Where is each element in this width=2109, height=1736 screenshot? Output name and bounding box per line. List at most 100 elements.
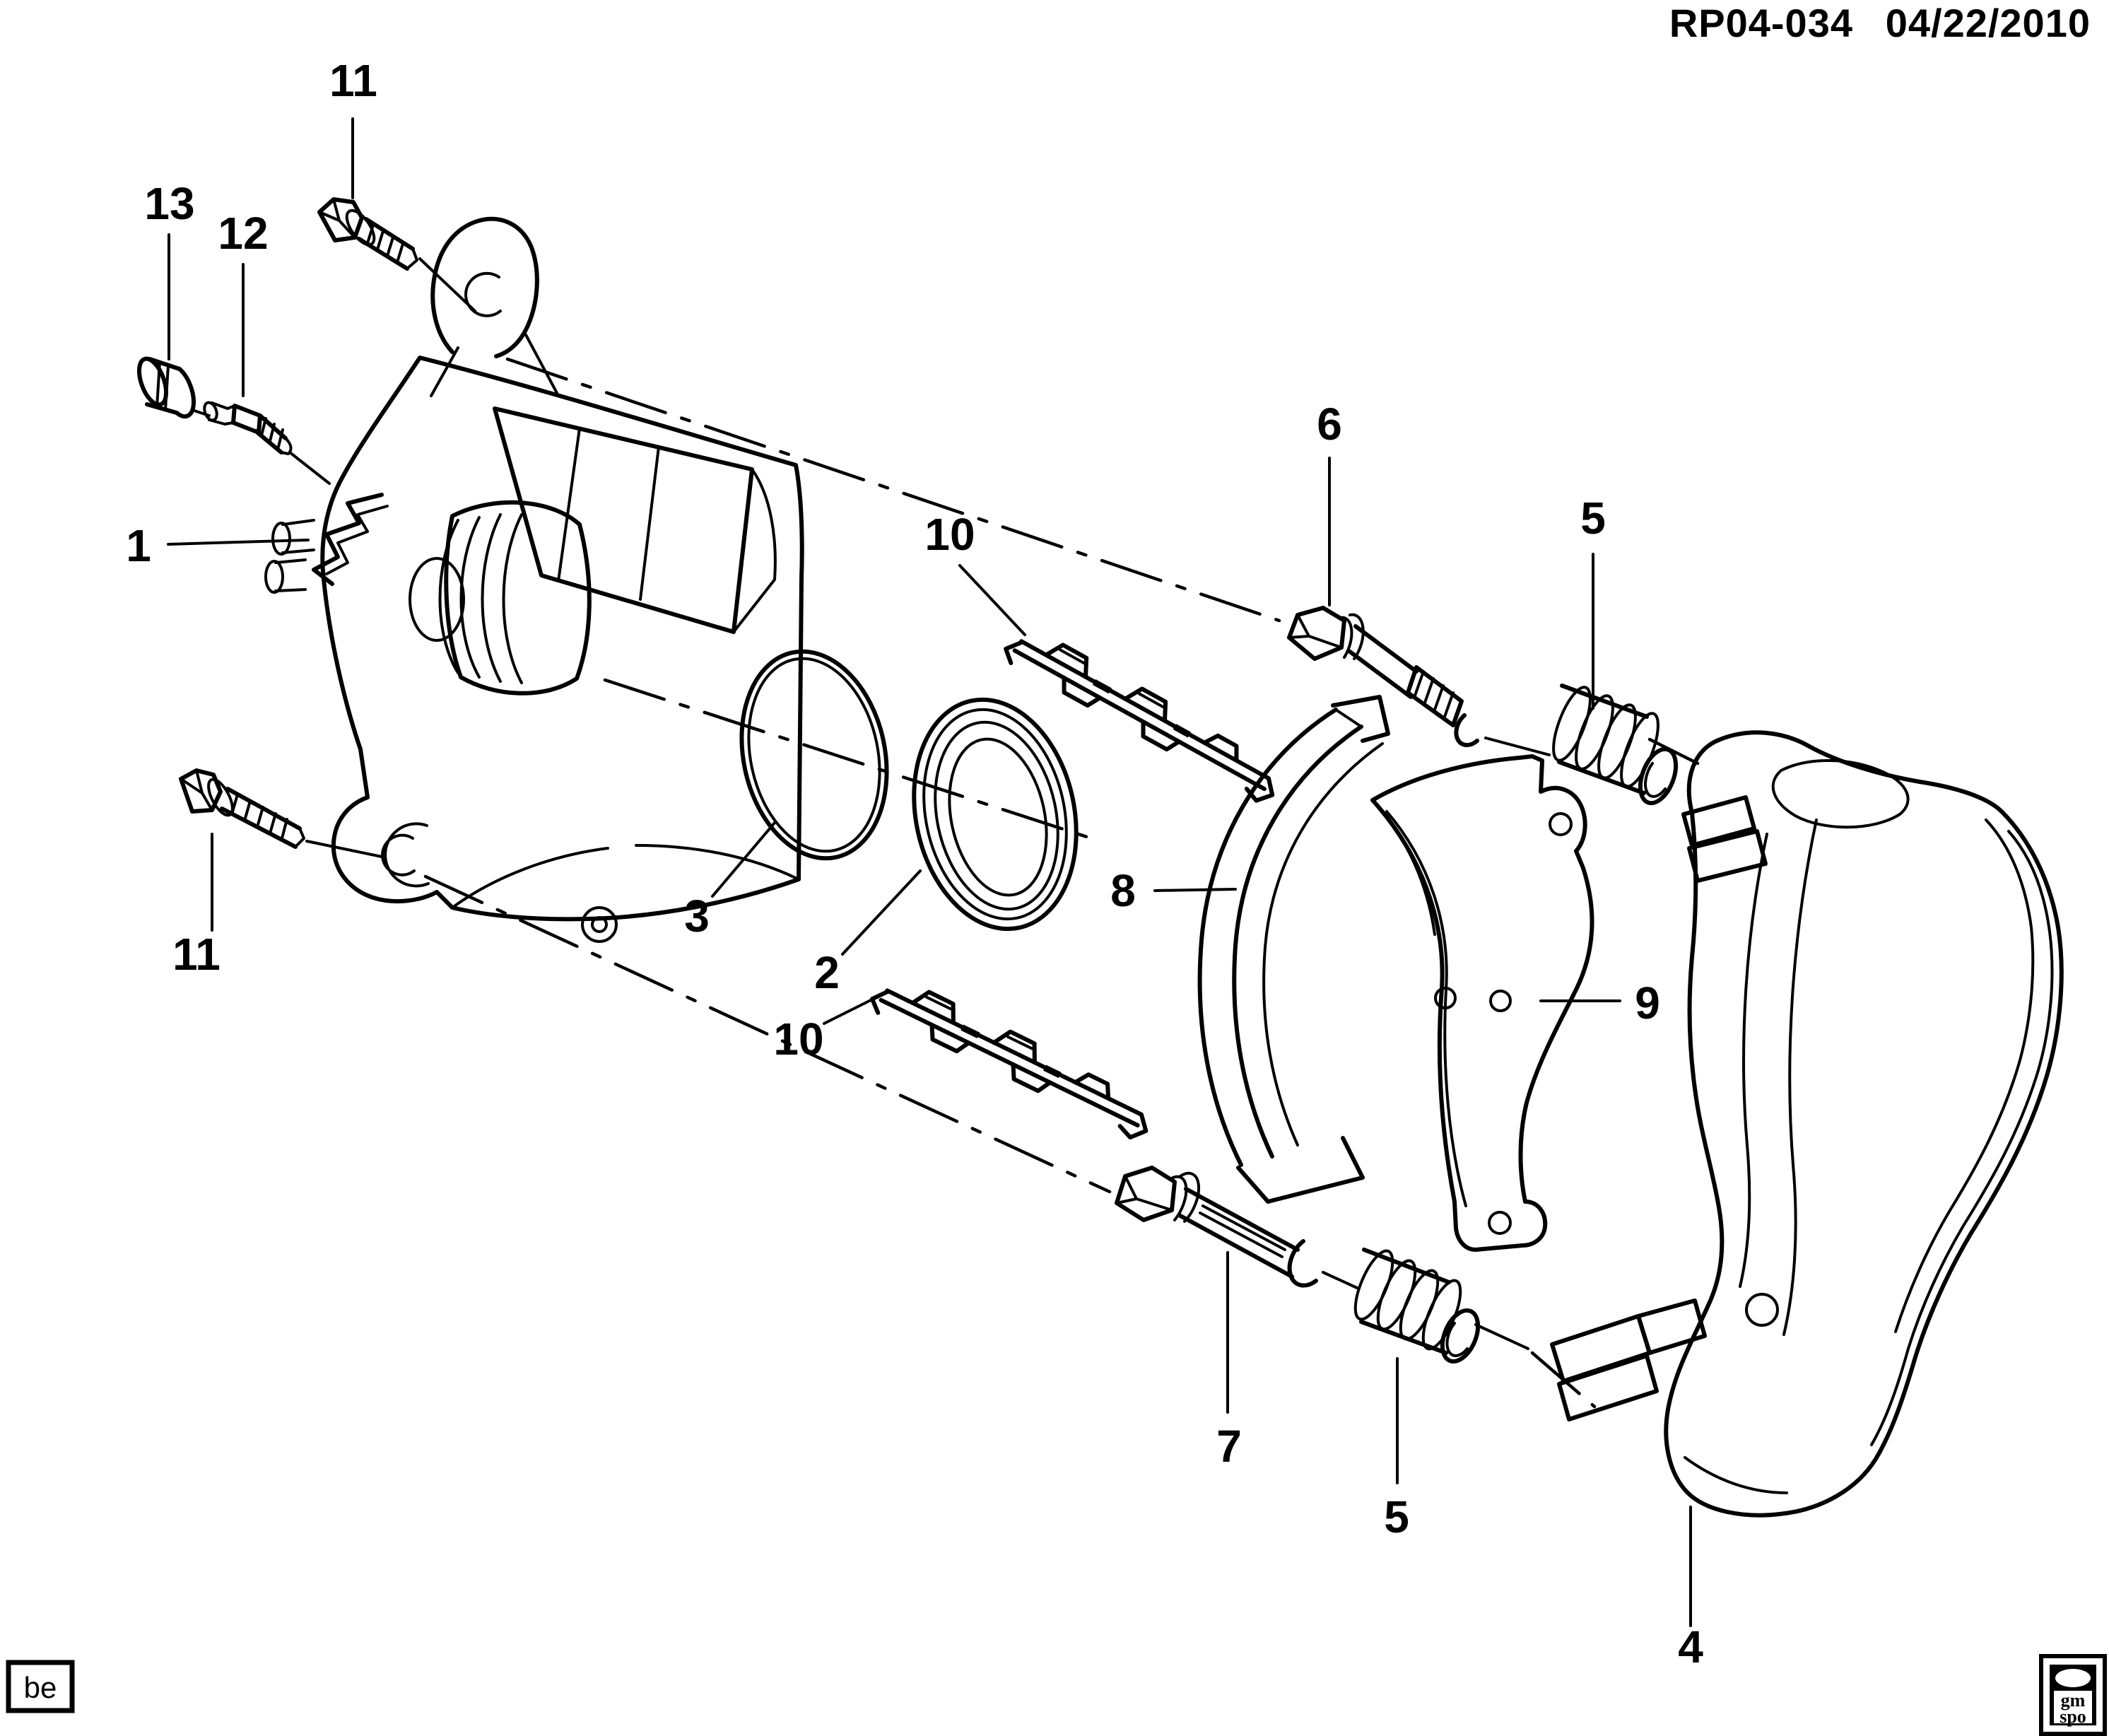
- leader-10-upper: [958, 564, 1026, 636]
- boot-ridge-2: [934, 720, 1059, 911]
- caliper-bridge-edge: [732, 468, 777, 633]
- pin-head-facets: [1288, 614, 1343, 649]
- drawing-header: RP04-034 04/22/2010: [1669, 1, 2091, 45]
- bushing-bore: [1644, 762, 1667, 798]
- bracket-foot-line: [1684, 1456, 1788, 1494]
- leader-1: [167, 539, 310, 546]
- clip-lower-tab-1: [1062, 676, 1103, 708]
- pad-retainer-clip-lower: [870, 988, 1149, 1140]
- upper-guide-axis: [505, 357, 1281, 623]
- caliper-top-ear: [430, 216, 539, 358]
- bushing-rib-3: [1399, 1269, 1440, 1341]
- pad8-outer-edge: [1197, 708, 1338, 1167]
- bolt-pointer: [418, 257, 476, 312]
- bracket-abutment-upper-1: [1681, 795, 1756, 848]
- clip-tab-3: [1202, 733, 1239, 763]
- pad9-upper-ear-hole: [1549, 812, 1573, 836]
- clip-notch-2: [1173, 723, 1191, 738]
- logo-oval: [2055, 1669, 2091, 1687]
- bracket-abutment-lower-2: [1557, 1354, 1659, 1421]
- pad-wear-clip: [312, 493, 389, 586]
- drawing-date: 04/22/2010: [1886, 1, 2091, 45]
- bracket-hole: [1745, 1293, 1779, 1327]
- caliper-ear-strap-left: [430, 346, 459, 397]
- bleeder-cap: [136, 356, 211, 419]
- pad8-top-tab: [1331, 695, 1390, 743]
- bolt-tip: [294, 827, 305, 848]
- logo-text-box: [2054, 1691, 2092, 1723]
- caliper-ear-strap-right: [523, 331, 558, 394]
- guide-pin-bushing-lower: [1353, 1248, 1529, 1364]
- cap-open-end: [175, 367, 196, 419]
- cap-ribs: [155, 360, 170, 411]
- pin-pointer: [1322, 1271, 1358, 1289]
- bushing-pointer: [1474, 1323, 1529, 1350]
- bushing-end-face: [1440, 1308, 1481, 1364]
- pad9-outline: [1370, 754, 1594, 1252]
- caliper-top-ear-hole: [464, 271, 502, 317]
- bushing-rib-2: [1376, 1259, 1417, 1331]
- callout-11-top: 11: [329, 55, 377, 106]
- clip-tab-1-inner: [1059, 648, 1086, 664]
- bleeder-boss-upper-side: [281, 519, 315, 554]
- clip-notch-1: [960, 1024, 980, 1039]
- callout-2: 2: [814, 947, 840, 998]
- clip-tab-2-inner: [1138, 692, 1165, 708]
- bleeder-boss-lower-side: [274, 558, 307, 592]
- bleeder-valve: [203, 401, 331, 485]
- plate-code-border: [6, 1660, 75, 1713]
- bracket-frame-rail-2: [1782, 819, 1818, 1336]
- brake-pad-inner: [1197, 695, 1390, 1204]
- caliper-bracket: [1550, 730, 2064, 1518]
- clip-tab-1-inner: [924, 995, 953, 1011]
- boot-ridge-1: [922, 708, 1068, 921]
- caliper-lower-ear-hole: [381, 833, 416, 876]
- pin-flange-2: [1179, 1171, 1201, 1223]
- pin-slot: [1199, 1204, 1286, 1258]
- callout-8: 8: [1110, 865, 1136, 916]
- boot-outer: [912, 697, 1079, 932]
- caliper-bolt-top: [317, 197, 476, 312]
- caliper-bottom-lug-hole: [591, 916, 608, 933]
- logo-text-bottom: spo: [2060, 1706, 2086, 1727]
- piston-seal-ring: [739, 649, 889, 861]
- callout-12: 12: [218, 208, 268, 259]
- bleeder-boss-lower: [264, 560, 284, 594]
- guide-pin-bushing-upper: [1552, 684, 1679, 806]
- bushing-rib-1: [1353, 1249, 1394, 1321]
- pin-tip: [1287, 1239, 1318, 1288]
- bushing-bore: [1445, 1322, 1469, 1357]
- bleeder-tip: [280, 437, 293, 455]
- bleeder-nipple: [208, 401, 236, 426]
- seal-inner: [747, 657, 881, 853]
- callout-7: 7: [1216, 1421, 1242, 1472]
- brake-pad-outer: [1370, 754, 1594, 1252]
- pad8-inner-edge: [1232, 725, 1363, 1159]
- bleeder-hex: [231, 404, 262, 435]
- piston-boss-outline: [444, 500, 592, 696]
- piston-axis: [603, 678, 1093, 840]
- bleeder-threads: [260, 417, 284, 448]
- clip-tab-2: [1123, 686, 1168, 723]
- clip-rail: [879, 988, 1144, 1127]
- clip-tab-2: [992, 1029, 1037, 1065]
- caliper-lower-rib-1: [451, 847, 609, 909]
- pad9-rivet-hole-right: [1489, 990, 1512, 1012]
- pin-head-facets: [1115, 1175, 1173, 1212]
- lower-guide-axis: [423, 874, 1112, 1194]
- leader-8: [1153, 888, 1237, 892]
- caliper-lower-ear-hub: [384, 822, 430, 888]
- bracket-abutment-lower-3: [1636, 1298, 1707, 1355]
- clip-lower-tab-2: [1011, 1062, 1052, 1093]
- cap-closed-end: [136, 356, 169, 407]
- bolt-head-facets: [318, 198, 356, 239]
- callout-10-upper: 10: [924, 509, 975, 560]
- bracket-wall-contour-1: [1870, 830, 2054, 1446]
- clip-left-hook: [1004, 640, 1025, 665]
- clip-tab-1: [1044, 643, 1089, 679]
- clip-rail: [1012, 639, 1271, 792]
- bolt-threads: [230, 793, 288, 840]
- pin-pointer: [1484, 737, 1551, 756]
